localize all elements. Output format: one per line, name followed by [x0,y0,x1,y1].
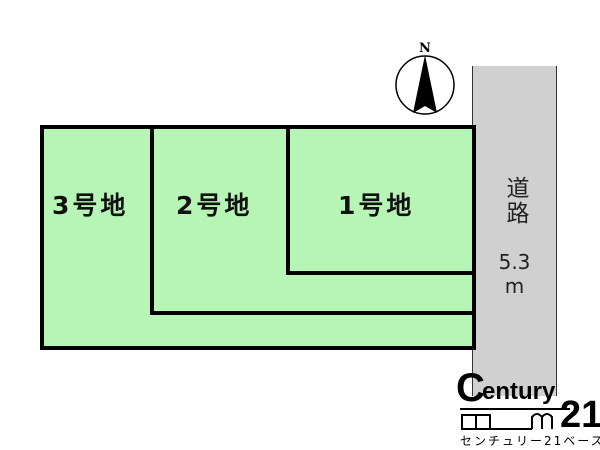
lot-2-label: 2号地 [176,191,253,220]
road-width-unit: m [504,274,525,298]
svg-text:C: C [456,366,485,410]
road-width: 5.3 [498,250,531,274]
north-label: N [419,41,431,56]
century21-logo: C entury 21 [456,366,600,436]
north-arrow-icon: N [395,41,455,115]
svg-text:21: 21 [560,394,600,436]
road: 道路 5.3 m [472,66,557,396]
svg-text:entury: entury [482,378,556,405]
lot-3-label: 3号地 [52,191,129,220]
logo-subtitle: センチュリー21ベース [460,434,600,448]
lot-1-label: 1号地 [338,191,415,220]
lot-1 [286,125,476,275]
road-name: 道路 [502,176,528,226]
